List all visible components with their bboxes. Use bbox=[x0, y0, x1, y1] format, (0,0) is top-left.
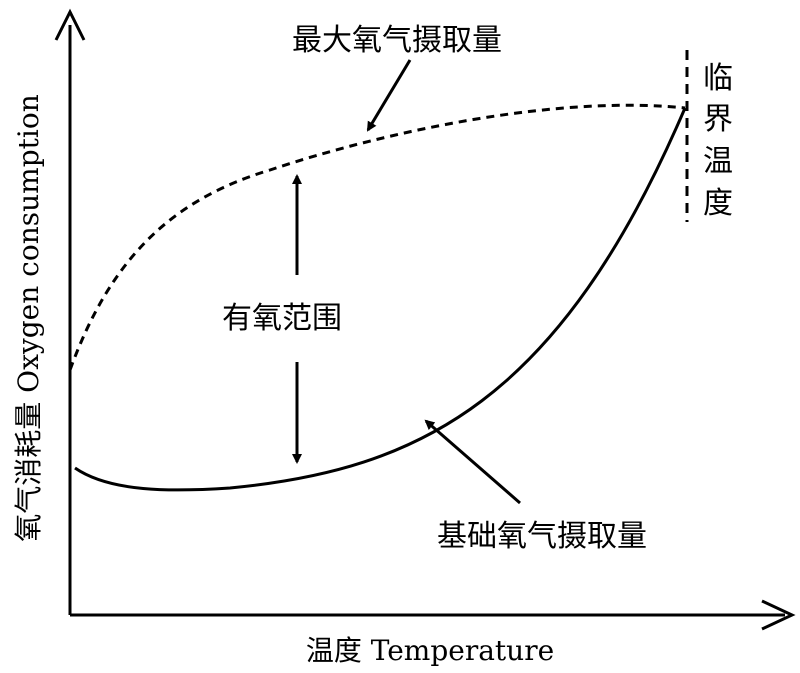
max-pointer-arrow bbox=[366, 59, 412, 132]
x-axis-label: 温度 Temperature bbox=[306, 634, 554, 667]
critical-temperature-label: 临 界 温 度 bbox=[703, 61, 733, 221]
aerobic-range-label: 有氧范围 bbox=[222, 301, 342, 336]
critical-label-char-4: 度 bbox=[703, 186, 733, 221]
max-uptake-label: 最大氧气摄取量 bbox=[292, 23, 502, 58]
critical-label-char-2: 界 bbox=[703, 102, 733, 137]
max-oxygen-uptake-curve bbox=[68, 103, 686, 371]
x-axis-arrowhead bbox=[761, 599, 796, 631]
y-axis-label: 氧气消耗量 Oxygen consumption bbox=[12, 94, 45, 541]
axes bbox=[54, 8, 796, 631]
basal-uptake-label: 基础氧气摄取量 bbox=[437, 519, 647, 554]
basal-oxygen-uptake-curve bbox=[74, 107, 687, 492]
critical-label-char-1: 临 bbox=[703, 61, 733, 96]
base-pointer-arrow bbox=[424, 419, 521, 505]
critical-label-char-3: 温 bbox=[703, 144, 733, 179]
y-axis-arrowhead bbox=[54, 8, 86, 41]
